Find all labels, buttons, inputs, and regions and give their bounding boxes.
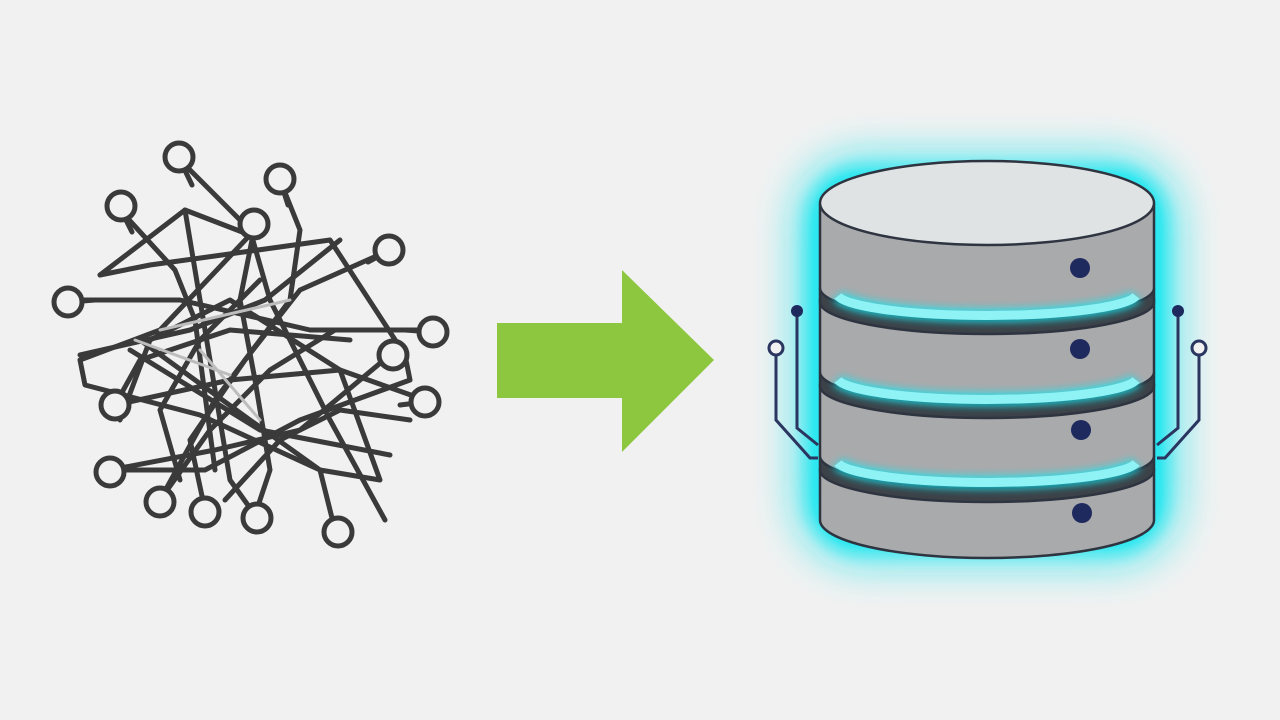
server-cylinder: [818, 159, 1156, 560]
server-light-bands: [832, 291, 1142, 490]
circuit-left-icon: [774, 312, 819, 460]
server-status-dots: [1070, 258, 1092, 523]
circuit-right-icon: [1156, 312, 1201, 460]
